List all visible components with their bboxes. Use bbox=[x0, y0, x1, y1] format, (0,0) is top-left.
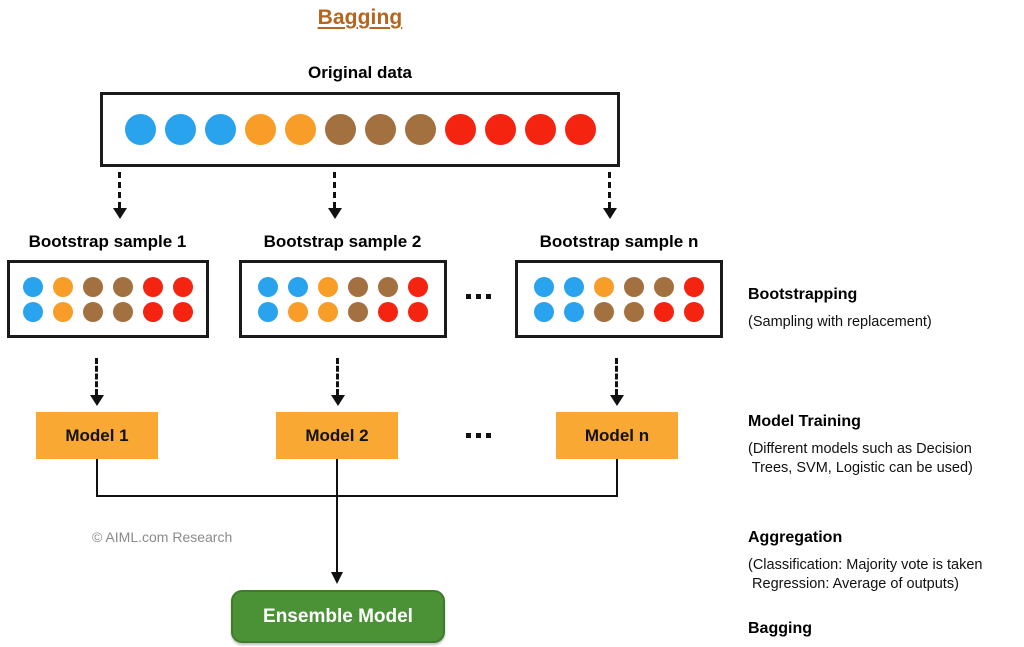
aggregation-line-model-1 bbox=[96, 459, 98, 496]
data-point-red bbox=[564, 114, 596, 145]
note-bootstrapping: Bootstrapping (Sampling with replacement… bbox=[748, 286, 932, 332]
data-point-brown bbox=[348, 276, 368, 297]
data-point-blue bbox=[534, 276, 554, 297]
data-point-blue bbox=[564, 301, 584, 322]
data-point-brown bbox=[378, 276, 398, 297]
note-model-training-head: Model Training bbox=[748, 413, 861, 430]
original-data-label: Original data bbox=[308, 63, 412, 82]
bootstrap-sample-1-box bbox=[7, 260, 209, 338]
data-point-red bbox=[173, 276, 193, 297]
original-data-box bbox=[100, 92, 620, 167]
data-point-brown bbox=[113, 276, 133, 297]
data-point-blue bbox=[204, 114, 236, 145]
data-point-blue bbox=[164, 114, 196, 145]
model-1-box[interactable]: Model 1 bbox=[36, 412, 158, 459]
data-point-blue bbox=[124, 114, 156, 145]
ellipsis-samples bbox=[466, 294, 491, 299]
data-point-red bbox=[143, 301, 163, 322]
bootstrap-sample-2-label: Bootstrap sample 2 bbox=[263, 232, 422, 251]
note-model-training: Model Training (Different models such as… bbox=[748, 413, 973, 478]
sample-dot-row bbox=[10, 301, 206, 322]
note-bagging: Bagging bbox=[748, 620, 812, 638]
data-point-orange bbox=[244, 114, 276, 145]
data-point-blue bbox=[564, 276, 584, 297]
note-aggregation-body: (Classification: Majority vote is taken … bbox=[748, 557, 983, 592]
bootstrap-sample-2-box bbox=[239, 260, 447, 338]
note-bootstrapping-body: (Sampling with replacement) bbox=[748, 314, 932, 330]
arrow-original-to-sample-n bbox=[603, 172, 617, 219]
data-point-blue bbox=[288, 276, 308, 297]
aggregation-line-model-n bbox=[616, 459, 618, 496]
data-point-brown bbox=[364, 114, 396, 145]
model-2-box[interactable]: Model 2 bbox=[276, 412, 398, 459]
data-point-blue bbox=[23, 276, 43, 297]
data-point-brown bbox=[83, 301, 103, 322]
sample-dot-row bbox=[518, 276, 720, 297]
data-point-brown bbox=[348, 301, 368, 322]
sample-dot-row bbox=[242, 301, 444, 322]
data-point-blue bbox=[534, 301, 554, 322]
arrow-sample-2-to-model-2 bbox=[331, 358, 345, 406]
arrow-original-to-sample-1 bbox=[113, 172, 127, 219]
note-bagging-head: Bagging bbox=[748, 620, 812, 637]
data-point-orange bbox=[318, 301, 338, 322]
aggregation-line-model-2 bbox=[336, 459, 338, 496]
sample-dot-row bbox=[242, 276, 444, 297]
data-point-orange bbox=[594, 276, 614, 297]
data-point-brown bbox=[654, 276, 674, 297]
data-point-brown bbox=[594, 301, 614, 322]
data-point-brown bbox=[83, 276, 103, 297]
data-point-red bbox=[684, 276, 704, 297]
model-n-box[interactable]: Model n bbox=[556, 412, 678, 459]
sample-dot-row bbox=[518, 301, 720, 322]
bootstrap-sample-1-label: Bootstrap sample 1 bbox=[28, 232, 187, 251]
data-point-red bbox=[444, 114, 476, 145]
arrow-aggregation-to-ensemble bbox=[331, 496, 343, 584]
aggregation-bracket bbox=[96, 495, 618, 497]
note-aggregation: Aggregation (Classification: Majority vo… bbox=[748, 529, 983, 594]
data-point-orange bbox=[318, 276, 338, 297]
data-point-red bbox=[524, 114, 556, 145]
ellipsis-models bbox=[466, 433, 491, 438]
bootstrap-sample-n-label: Bootstrap sample n bbox=[539, 232, 699, 251]
watermark-credit: © AIML.com Research bbox=[92, 529, 233, 545]
data-point-brown bbox=[324, 114, 356, 145]
arrow-sample-1-to-model-1 bbox=[90, 358, 104, 406]
original-dot-row bbox=[103, 114, 617, 145]
ensemble-model-box[interactable]: Ensemble Model bbox=[231, 590, 445, 643]
data-point-orange bbox=[288, 301, 308, 322]
note-model-training-body: (Different models such as Decision Trees… bbox=[748, 441, 973, 476]
data-point-blue bbox=[258, 301, 278, 322]
data-point-orange bbox=[284, 114, 316, 145]
data-point-red bbox=[408, 301, 428, 322]
sample-dot-row bbox=[10, 276, 206, 297]
data-point-blue bbox=[258, 276, 278, 297]
data-point-brown bbox=[113, 301, 133, 322]
data-point-red bbox=[173, 301, 193, 322]
data-point-brown bbox=[624, 276, 644, 297]
arrow-original-to-sample-2 bbox=[328, 172, 342, 219]
data-point-red bbox=[143, 276, 163, 297]
data-point-brown bbox=[404, 114, 436, 145]
data-point-blue bbox=[23, 301, 43, 322]
data-point-red bbox=[408, 276, 428, 297]
data-point-red bbox=[484, 114, 516, 145]
data-point-red bbox=[378, 301, 398, 322]
bootstrap-sample-n-box bbox=[515, 260, 723, 338]
page-title: Bagging bbox=[317, 6, 403, 29]
arrow-sample-n-to-model-n bbox=[610, 358, 624, 406]
note-bootstrapping-head: Bootstrapping bbox=[748, 286, 858, 303]
note-aggregation-head: Aggregation bbox=[748, 529, 843, 546]
data-point-orange bbox=[53, 276, 73, 297]
data-point-brown bbox=[624, 301, 644, 322]
data-point-orange bbox=[53, 301, 73, 322]
data-point-red bbox=[684, 301, 704, 322]
data-point-red bbox=[654, 301, 674, 322]
